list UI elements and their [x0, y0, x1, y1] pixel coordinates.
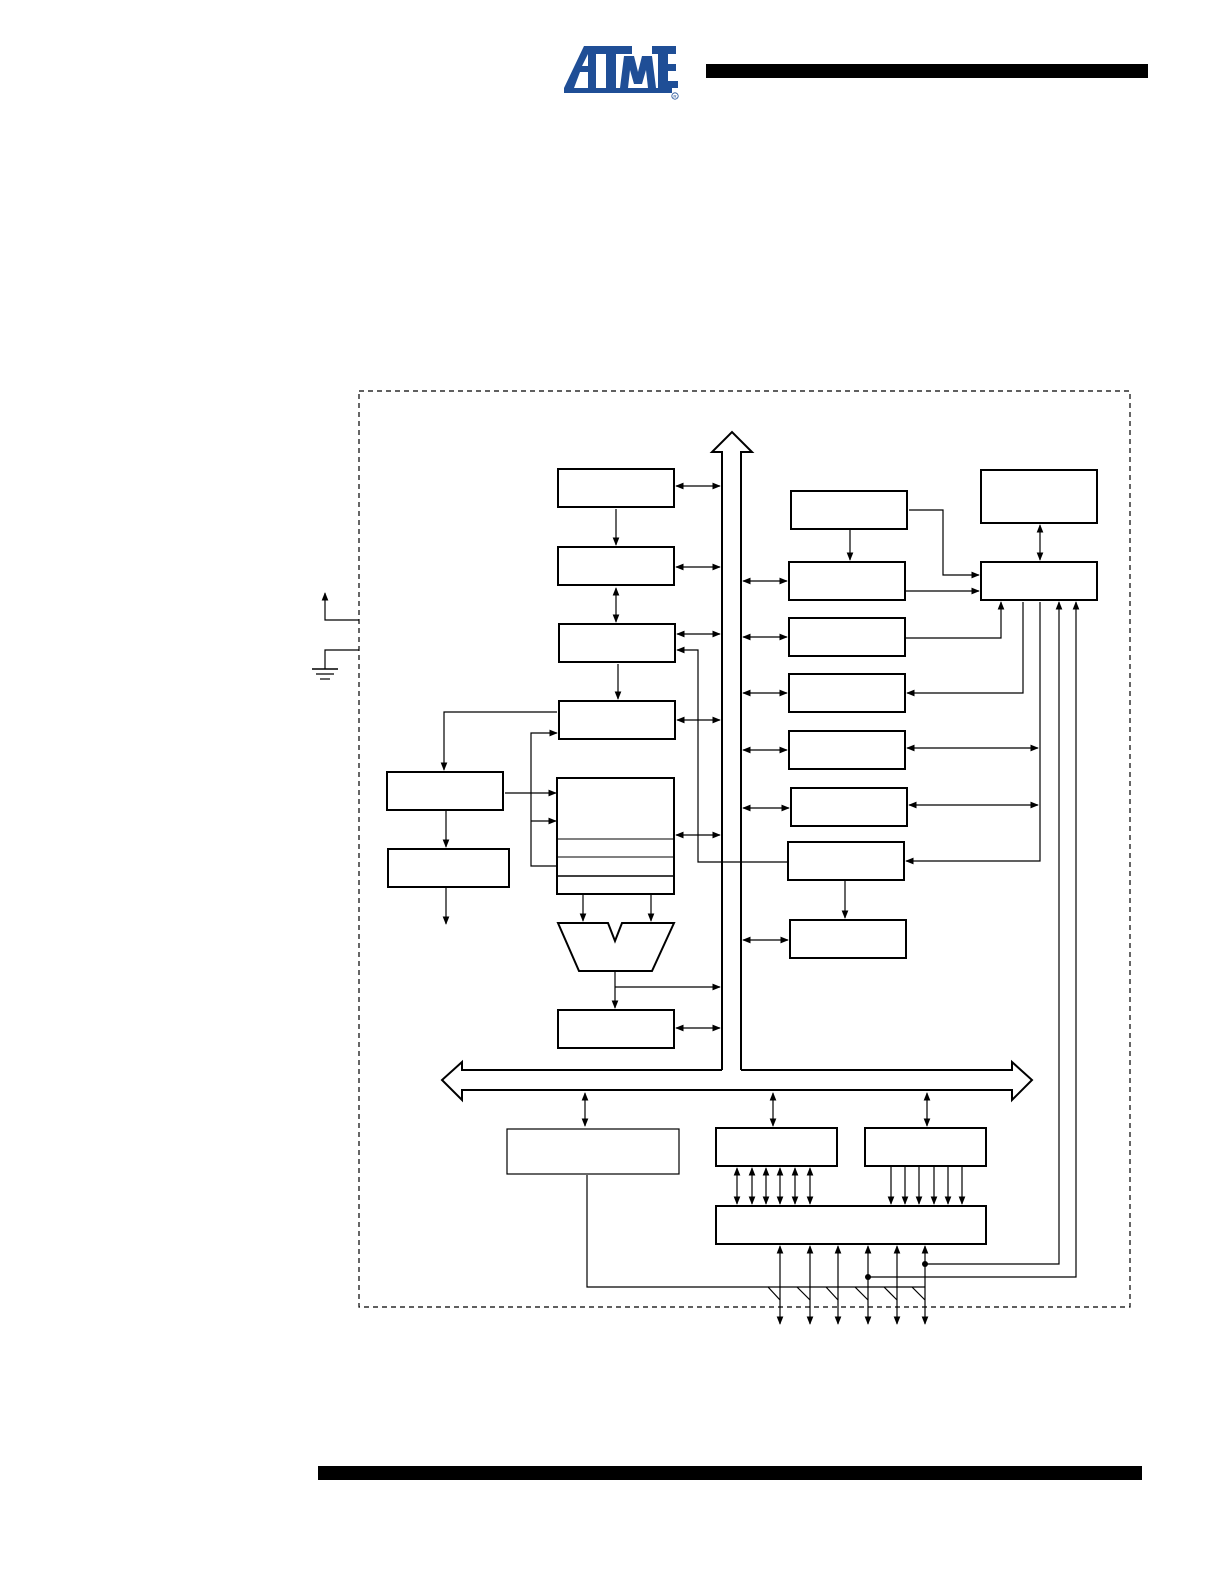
- block-peripheral-2: [788, 617, 906, 657]
- block-control-lines: [558, 700, 676, 740]
- data-bus-vertical: [709, 430, 755, 1070]
- header-rule: [706, 64, 1148, 78]
- block-oscillator-top: [980, 469, 1098, 524]
- block-status-register: [557, 1009, 675, 1049]
- data-bus-horizontal: [440, 1059, 1034, 1103]
- block-flash-memory: [557, 468, 675, 508]
- footer-rule: [318, 1466, 1142, 1480]
- block-peripheral-6: [787, 841, 905, 881]
- block-sram: [387, 848, 510, 888]
- block-peripheral-5: [790, 787, 908, 827]
- block-data-register: [715, 1127, 838, 1167]
- block-reset-logic: [790, 490, 908, 530]
- block-instruction-register: [557, 546, 675, 586]
- block-timing-control: [980, 561, 1098, 601]
- block-peripheral-3: [788, 673, 906, 713]
- block-analog-comparator: [506, 1128, 680, 1175]
- block-stack-pointer: [386, 771, 504, 811]
- block-port-drivers: [715, 1205, 987, 1245]
- block-peripheral-1: [788, 561, 906, 601]
- block-peripheral-7: [789, 919, 907, 959]
- block-peripheral-4: [788, 730, 906, 770]
- block-register-file: [556, 777, 675, 895]
- atmel-logo-icon: R: [564, 46, 679, 100]
- alu-shape: [556, 922, 676, 972]
- block-instruction-decoder: [558, 623, 676, 663]
- svg-text:R: R: [673, 94, 677, 99]
- block-direction-register: [864, 1127, 987, 1167]
- chip-boundary: [358, 390, 1131, 1308]
